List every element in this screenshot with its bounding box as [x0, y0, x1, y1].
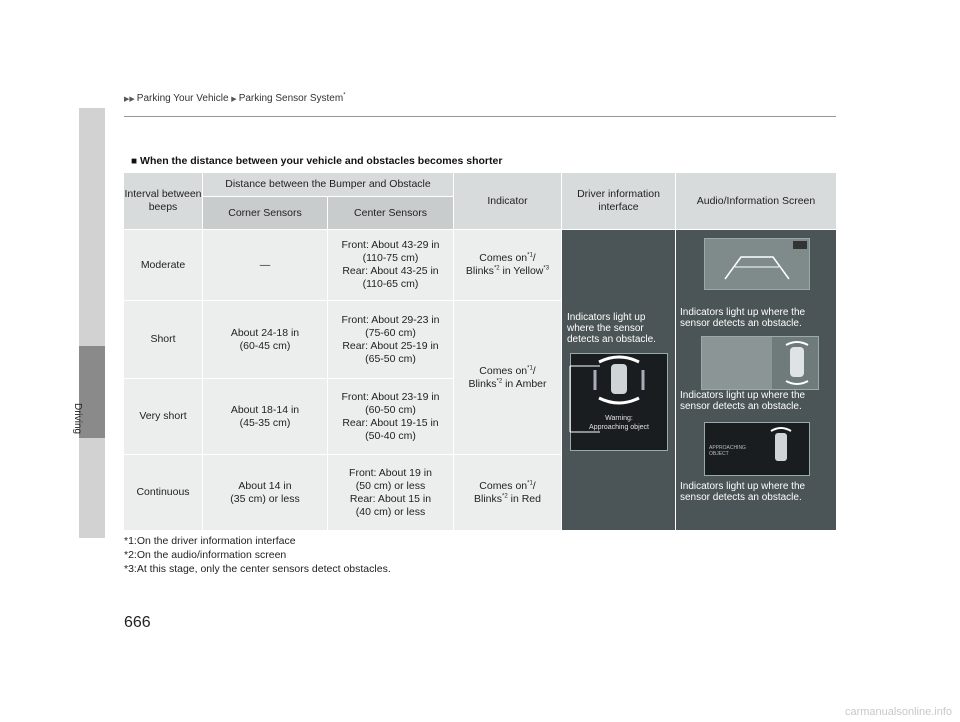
row-continuous-corner: About 14 in(35 cm) or less: [203, 455, 327, 530]
center-front: Front: About 43-29 in: [341, 239, 440, 251]
warning-text: Approaching object: [589, 424, 649, 431]
header-audio: Audio/Information Screen: [676, 173, 836, 229]
center-front-metric: (110-75 cm): [362, 252, 419, 264]
car-overhead-icon: [702, 337, 809, 389]
row-veryshort-interval: Very short: [124, 379, 202, 454]
side-tab-label: Driving: [72, 403, 83, 435]
footnote-2: *2:On the audio/information screen: [124, 549, 287, 561]
audio-label-1: Indicators light up where the sensor det…: [680, 307, 806, 329]
header-rule: [124, 116, 836, 117]
row-continuous-center: Front: About 19 in(50 cm) or less Rear: …: [328, 455, 453, 530]
header-indicator: Indicator: [454, 173, 561, 229]
dii-label: Indicators light up where the sensor det…: [567, 312, 656, 345]
asterisk-mark: *: [343, 92, 346, 99]
audio-screen-overhead: [701, 336, 819, 390]
footnote-3: *3:At this stage, only the center sensor…: [124, 563, 391, 575]
screen-warning-line1: APPROACHING: [709, 445, 746, 451]
section-title: ■When the distance between your vehicle …: [131, 155, 502, 167]
audio-label-3: Indicators light up where the sensor det…: [680, 481, 806, 503]
row-veryshort-center: Front: About 23-19 in(60-50 cm) Rear: Ab…: [328, 379, 453, 454]
center-rear-metric: (110-65 cm): [362, 278, 419, 290]
callout-lines: [569, 365, 600, 433]
breadcrumb-item[interactable]: Parking Sensor System: [238, 93, 344, 104]
page-number: 666: [124, 614, 151, 631]
audio-label-2: Indicators light up where the sensor det…: [680, 390, 806, 412]
row-moderate-corner: —: [203, 230, 327, 300]
breadcrumb-item[interactable]: Parking Your Vehicle: [136, 93, 229, 104]
audio-screen-rear-view: [704, 238, 810, 290]
square-bullet-icon: ■: [131, 156, 138, 167]
side-tab-marker: [79, 346, 105, 438]
row-moderate-interval: Moderate: [124, 230, 202, 300]
header-dii: Driver information interface: [562, 173, 675, 229]
row-short-corner: About 24-18 in(60-45 cm): [203, 301, 327, 378]
breadcrumb-arrow-icon: ▶: [231, 96, 237, 103]
warning-title: Warning:: [605, 415, 633, 422]
row-moderate-center: Front: About 43-29 in (110-75 cm) Rear: …: [328, 230, 453, 300]
header-interval: Interval between beeps: [124, 173, 202, 229]
screen-warning-line2: OBJECT: [709, 451, 729, 457]
row-continuous-interval: Continuous: [124, 455, 202, 530]
row-short-center: Front: About 29-23 in(75-60 cm) Rear: Ab…: [328, 301, 453, 378]
center-rear: Rear: About 43-25 in: [342, 265, 439, 277]
watermark: carmanualsonline.info: [844, 706, 952, 718]
row-continuous-indicator: Comes on*1/ Blinks*2 in Red: [454, 455, 561, 530]
row-veryshort-corner: About 18-14 in(45-35 cm): [203, 379, 327, 454]
breadcrumb-arrow-icon: ▶▶: [124, 96, 135, 103]
footnote-1: *1:On the driver information interface: [124, 535, 296, 547]
side-tab: [79, 108, 105, 538]
section-title-text: When the distance between your vehicle a…: [140, 155, 503, 167]
header-corner: Corner Sensors: [203, 197, 327, 229]
breadcrumb: ▶▶Parking Your Vehicle ▶Parking Sensor S…: [124, 93, 346, 104]
header-distance: Distance between the Bumper and Obstacle: [203, 173, 453, 196]
audio-screen-warning: APPROACHING OBJECT: [704, 422, 810, 476]
row-short-indicator: Comes on*1/ Blinks*2 in Amber: [454, 301, 561, 454]
car-sensor-icon: [593, 355, 645, 405]
car-warning-icon: [770, 427, 792, 461]
rear-camera-icon: [724, 241, 807, 280]
row-moderate-indicator: Comes on*1/ Blinks*2 in Yellow*3: [454, 230, 561, 300]
row-short-interval: Short: [124, 301, 202, 378]
header-center: Center Sensors: [328, 197, 453, 229]
